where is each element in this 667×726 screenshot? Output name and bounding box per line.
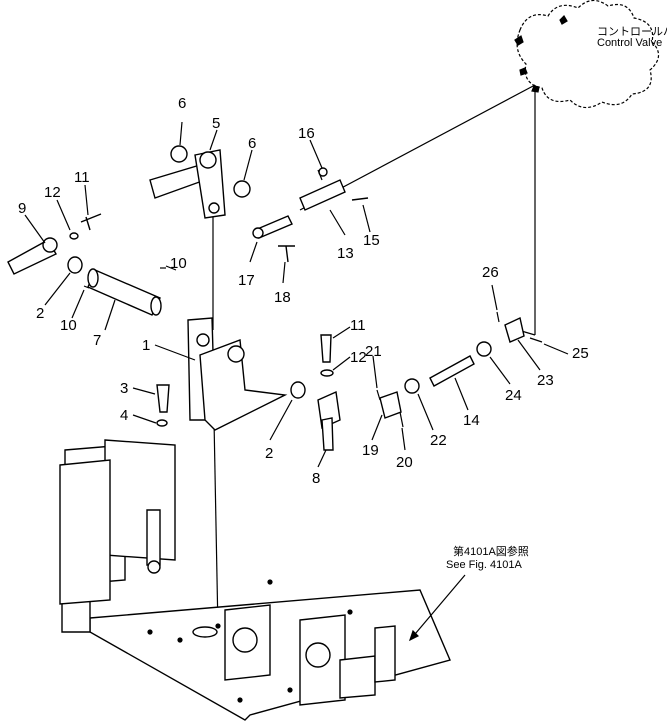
part-number-7: 7 bbox=[93, 332, 101, 349]
part-number-10: 10 bbox=[60, 317, 77, 334]
part-number-6: 6 bbox=[248, 135, 256, 152]
shaft-7 bbox=[87, 268, 162, 316]
lever-5 bbox=[149, 149, 226, 219]
part-number-4: 4 bbox=[120, 407, 128, 424]
washer-17 bbox=[252, 227, 264, 239]
bushing-2-right bbox=[290, 381, 306, 399]
control-valve-cloud bbox=[514, 0, 660, 109]
part-number-5: 5 bbox=[212, 115, 220, 132]
control-valve-label-en: Control Valve bbox=[597, 37, 662, 49]
part-number-13: 13 bbox=[337, 245, 354, 262]
cotter-pin-10-bottom bbox=[83, 285, 90, 289]
part-number-2: 2 bbox=[265, 445, 273, 462]
pin-21 bbox=[376, 389, 381, 401]
bolt-11-left bbox=[80, 213, 102, 231]
part-number-26: 26 bbox=[482, 264, 499, 281]
joint-23 bbox=[504, 316, 525, 343]
bolt-11-right bbox=[320, 334, 332, 363]
lever-8 bbox=[317, 390, 341, 451]
bushing-6-right bbox=[233, 180, 251, 198]
bolt-20 bbox=[399, 411, 404, 428]
part-number-15: 15 bbox=[363, 232, 380, 249]
bolt-3 bbox=[156, 384, 170, 413]
part-number-19: 19 bbox=[362, 442, 379, 459]
reference-note-jp: 第4101A図参照 bbox=[453, 544, 529, 558]
reference-note-en: See Fig. 4101A bbox=[446, 559, 522, 571]
part-number-18: 18 bbox=[274, 289, 291, 306]
pin-16 bbox=[317, 169, 323, 181]
part-number-17: 17 bbox=[238, 272, 255, 289]
pin-26 bbox=[496, 311, 500, 323]
part-number-24: 24 bbox=[505, 387, 522, 404]
part-number-10: 10 bbox=[170, 255, 187, 272]
part-number-21: 21 bbox=[365, 343, 382, 360]
part-number-6: 6 bbox=[178, 95, 186, 112]
bracket-1 bbox=[187, 317, 288, 431]
part-number-2: 2 bbox=[36, 305, 44, 322]
part-number-20: 20 bbox=[396, 454, 413, 471]
part-number-22: 22 bbox=[430, 432, 447, 449]
part-number-8: 8 bbox=[312, 470, 320, 487]
bolt-25 bbox=[529, 337, 543, 343]
washer-12-right bbox=[320, 369, 334, 377]
part-number-23: 23 bbox=[537, 372, 554, 389]
part-number-14: 14 bbox=[463, 412, 480, 429]
part-number-11: 11 bbox=[350, 317, 366, 334]
leader-lines bbox=[24, 121, 569, 642]
part-number-9: 9 bbox=[18, 200, 26, 217]
washer-12-left bbox=[69, 232, 79, 240]
rod-end-13 bbox=[299, 167, 346, 211]
lever-9 bbox=[7, 237, 58, 275]
part-number-1: 1 bbox=[142, 337, 150, 354]
base-frame bbox=[59, 439, 451, 721]
bolt-15 bbox=[351, 197, 369, 201]
nut-22 bbox=[404, 378, 420, 394]
bushing-2-left bbox=[67, 256, 83, 274]
nut-24 bbox=[476, 341, 492, 357]
part-number-16: 16 bbox=[298, 125, 315, 142]
part-number-11: 11 bbox=[74, 169, 90, 186]
bolt-18 bbox=[278, 245, 295, 263]
washer-4 bbox=[156, 419, 168, 427]
joint-19 bbox=[379, 391, 402, 419]
part-number-25: 25 bbox=[572, 345, 589, 362]
control-valve-label-jp: コントロールバルブ bbox=[597, 24, 667, 38]
part-number-3: 3 bbox=[120, 380, 128, 397]
part-number-12: 12 bbox=[44, 184, 61, 201]
bushing-6-left bbox=[170, 145, 188, 163]
part-number-12: 12 bbox=[350, 349, 367, 366]
bolt-14 bbox=[429, 355, 475, 387]
